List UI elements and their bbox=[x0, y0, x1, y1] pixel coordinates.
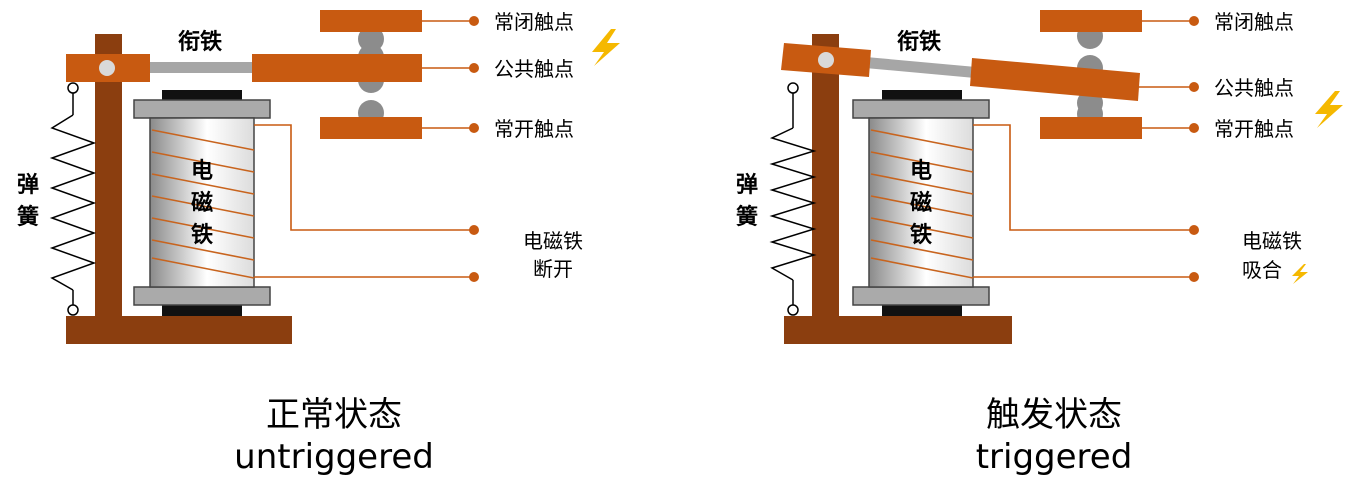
terminal-com bbox=[1189, 82, 1199, 92]
nc-contact-bar bbox=[1040, 10, 1142, 32]
magnet-top-flange bbox=[852, 99, 990, 119]
magnet-top-flange bbox=[133, 99, 271, 119]
terminal-coil-2 bbox=[469, 272, 479, 282]
panel-triggered: 弹 簧 电 磁 铁 衔铁 bbox=[736, 10, 1343, 477]
lightning-icon bbox=[592, 29, 620, 66]
common-contact-bar bbox=[252, 54, 422, 82]
magnet-top-cap bbox=[882, 90, 962, 102]
terminal-coil-2 bbox=[1189, 272, 1199, 282]
common-contact-bar bbox=[970, 58, 1140, 101]
com-label: 公共触点 bbox=[494, 57, 574, 81]
magnet-label-2: 磁 bbox=[910, 190, 932, 216]
lead-wires bbox=[254, 20, 474, 278]
terminal-coil-1 bbox=[469, 225, 479, 235]
caption-en: untriggered bbox=[234, 437, 434, 477]
magnet-bottom-flange bbox=[852, 286, 990, 306]
panel-untriggered: 弹 簧 电 磁 铁 衔铁 bbox=[17, 10, 620, 477]
spring-label-2: 簧 bbox=[736, 204, 758, 230]
coil-windings bbox=[870, 129, 974, 279]
nc-label: 常闭触点 bbox=[1214, 10, 1294, 34]
lightning-icon bbox=[1292, 264, 1308, 284]
no-label: 常开触点 bbox=[494, 117, 574, 141]
coil-windings bbox=[151, 129, 255, 279]
armature-label: 衔铁 bbox=[178, 29, 222, 55]
magnet-label-1: 电 bbox=[910, 159, 932, 184]
terminal-com bbox=[469, 63, 479, 73]
com-label: 公共触点 bbox=[1214, 76, 1294, 100]
terminal-no bbox=[1189, 123, 1199, 133]
caption-cn: 触发状态 bbox=[986, 395, 1122, 435]
terminal-nc bbox=[1189, 16, 1199, 26]
armature-rod bbox=[865, 57, 976, 78]
no-contact-bar bbox=[320, 117, 422, 139]
no-contact-bar bbox=[1040, 117, 1142, 139]
spring-label-1: 弹 bbox=[736, 173, 758, 198]
magnet-label-3: 铁 bbox=[910, 222, 932, 248]
magnet-label-1: 电 bbox=[191, 159, 213, 184]
spring bbox=[49, 82, 97, 316]
status-line-1: 电磁铁 bbox=[1242, 229, 1302, 253]
contact-bump-nc-bottom bbox=[358, 26, 384, 52]
magnet-top-cap bbox=[162, 90, 242, 102]
nc-label: 常闭触点 bbox=[494, 10, 574, 34]
spring-label-1: 弹 bbox=[17, 173, 39, 198]
magnet-label-3: 铁 bbox=[191, 222, 213, 248]
status-line-2: 吸合 bbox=[1242, 258, 1282, 282]
caption-en: triggered bbox=[976, 437, 1133, 477]
lead-wires bbox=[973, 20, 1194, 278]
terminal-nc bbox=[469, 16, 479, 26]
spring bbox=[769, 82, 817, 316]
armature-label: 衔铁 bbox=[897, 29, 941, 55]
lightning-icon bbox=[1315, 91, 1343, 128]
armature-pivot bbox=[818, 52, 834, 68]
frame-post bbox=[95, 34, 122, 324]
terminal-no bbox=[469, 123, 479, 133]
magnet-bottom-flange bbox=[133, 286, 271, 306]
nc-contact-bar bbox=[320, 10, 422, 32]
caption-cn: 正常状态 bbox=[266, 395, 402, 435]
no-label: 常开触点 bbox=[1214, 117, 1294, 141]
status-line-1: 电磁铁 bbox=[523, 229, 583, 253]
armature-pivot bbox=[99, 60, 115, 76]
spring-label-2: 簧 bbox=[17, 204, 39, 230]
magnet-label-2: 磁 bbox=[191, 190, 213, 216]
armature-rod bbox=[145, 62, 257, 73]
frame-post bbox=[812, 34, 839, 324]
terminal-coil-1 bbox=[1189, 225, 1199, 235]
status-line-2: 断开 bbox=[533, 257, 573, 281]
